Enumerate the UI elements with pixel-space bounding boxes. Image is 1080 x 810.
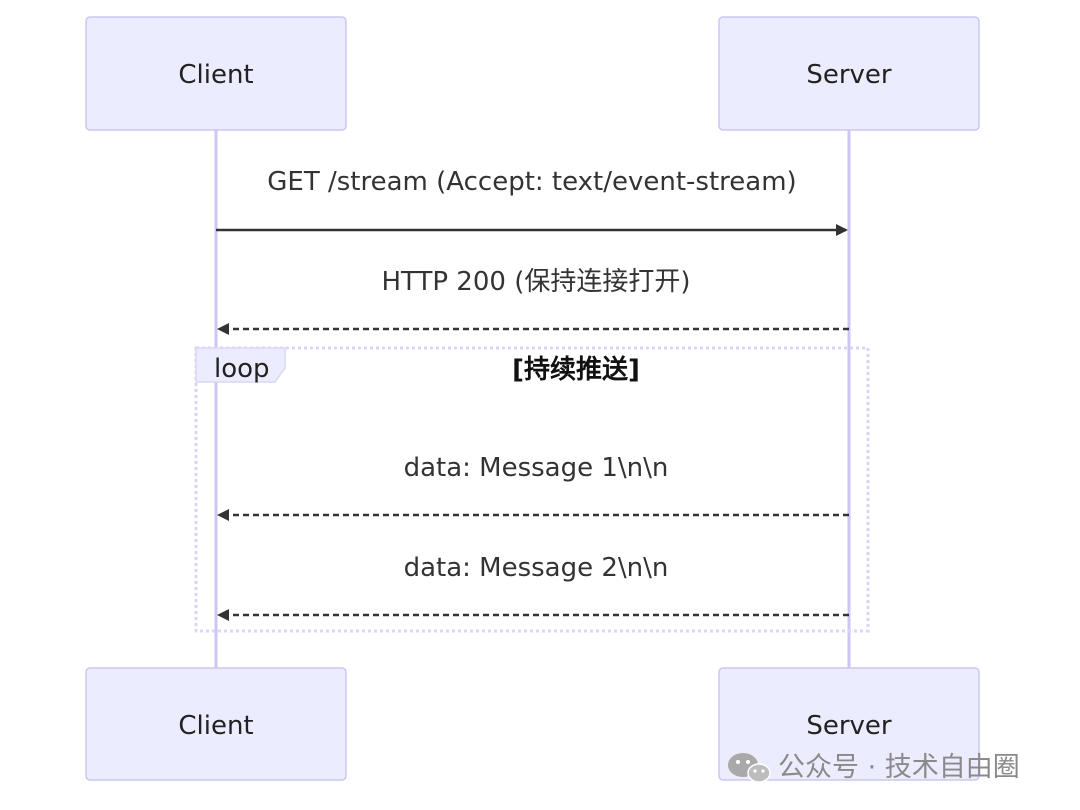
server-actor-bottom: Server xyxy=(718,667,980,781)
server-actor-bottom-label: Server xyxy=(806,711,892,741)
message-2-label: HTTP 200 (保持连接打开) xyxy=(382,267,691,297)
client-actor-top: Client xyxy=(85,16,347,131)
message-1-label: GET /stream (Accept: text/event-stream) xyxy=(267,167,796,197)
loop-tab xyxy=(195,347,286,383)
server-actor-top-box xyxy=(718,16,980,131)
client-actor-top-label: Client xyxy=(178,60,253,90)
loop-condition: [持续推送] xyxy=(512,354,640,385)
server-actor-top-label: Server xyxy=(806,60,892,90)
loop-label: loop xyxy=(214,354,270,384)
client-actor-bottom-box xyxy=(85,667,347,781)
server-actor-bottom-box xyxy=(718,667,980,781)
message-1: GET /stream (Accept: text/event-stream) xyxy=(216,167,848,236)
server-actor-top: Server xyxy=(718,16,980,131)
message-4-label: data: Message 2\n\n xyxy=(404,553,669,583)
watermark: 公众号 · 技术自由圈 xyxy=(728,752,1020,783)
loop-block: loop [持续推送] xyxy=(194,346,870,633)
client-actor-bottom-label: Client xyxy=(178,711,253,741)
client-actor-bottom: Client xyxy=(85,667,347,781)
client-actor-top-box xyxy=(85,16,347,131)
message-4: data: Message 2\n\n xyxy=(217,553,849,621)
loop-frame xyxy=(194,346,870,633)
wechat-icon xyxy=(728,753,771,783)
message-2: HTTP 200 (保持连接打开) xyxy=(217,267,849,335)
message-3-label: data: Message 1\n\n xyxy=(404,453,669,483)
watermark-label: 公众号 · 技术自由圈 xyxy=(778,752,1020,783)
message-3: data: Message 1\n\n xyxy=(217,453,849,521)
